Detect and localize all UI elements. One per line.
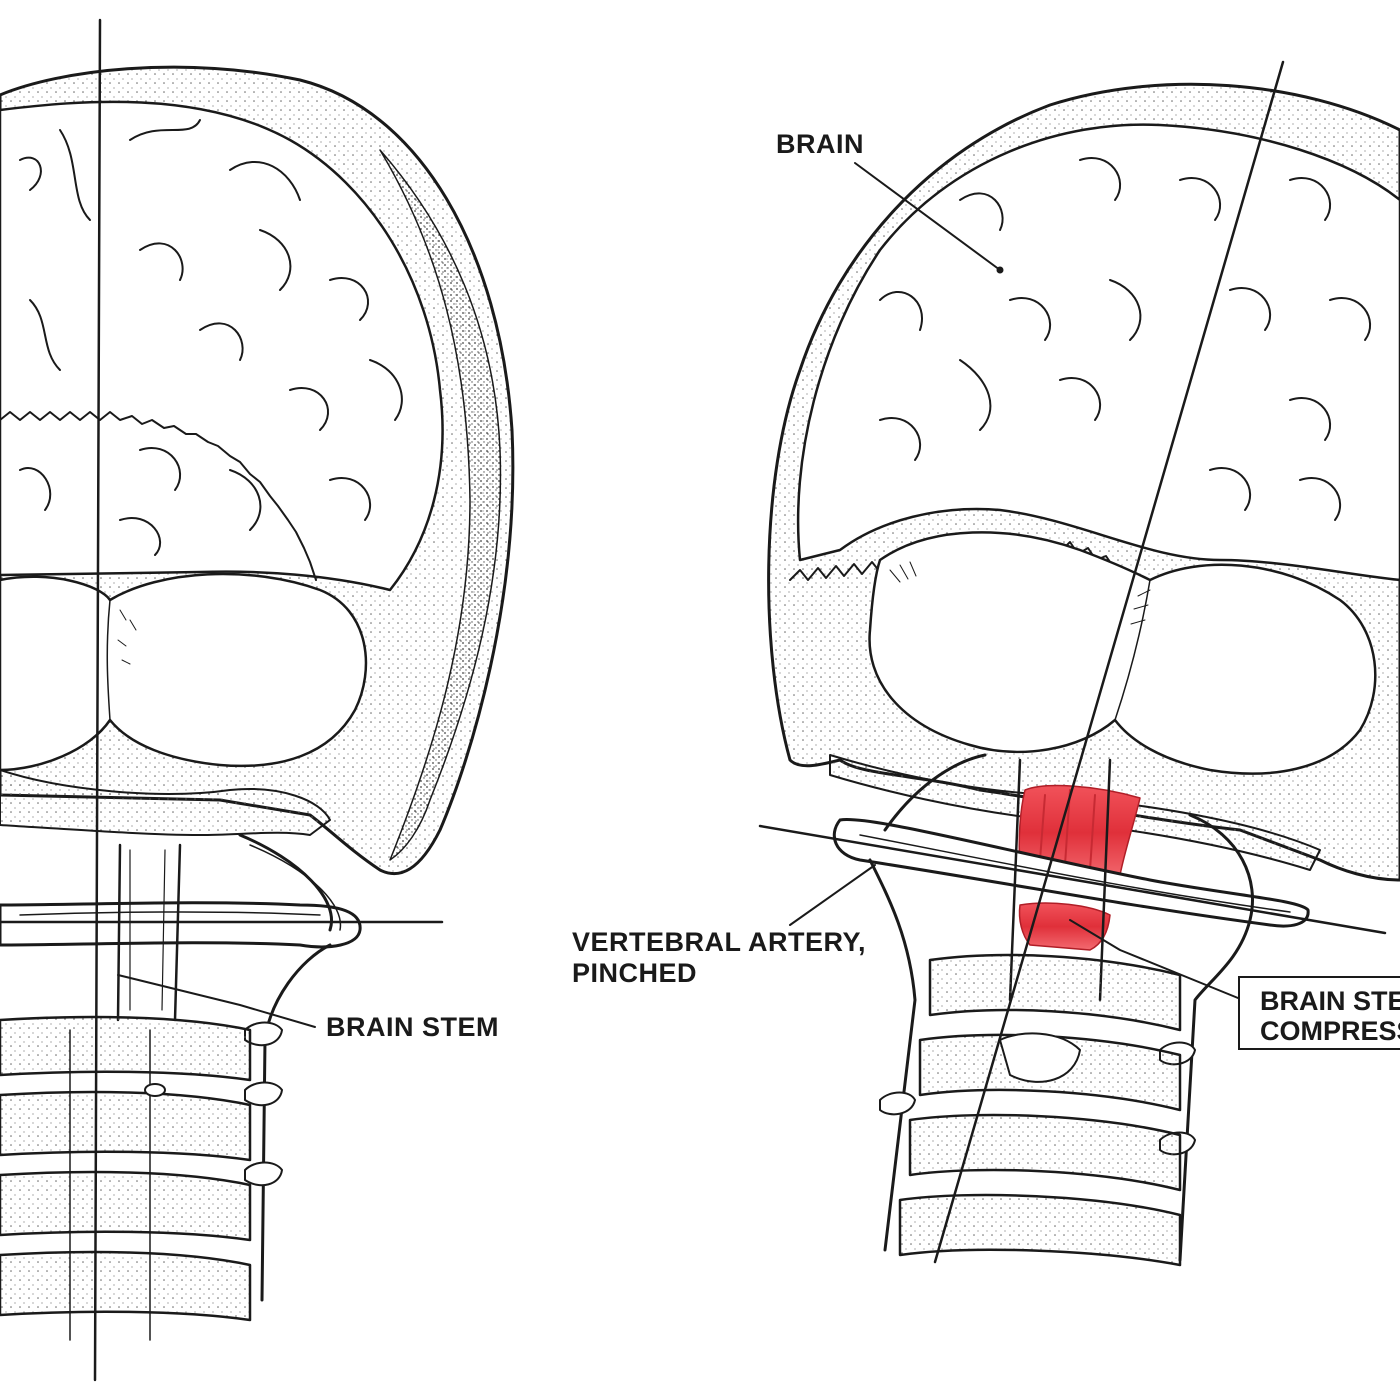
right-cerebellum (868, 531, 1377, 775)
left-cervical-spine (0, 1015, 252, 1341)
left-vertical-reference-line (93, 18, 102, 1382)
brain-stem-compressed-line-2: COMPRESSED (1260, 1016, 1400, 1046)
left-occipital-base (0, 769, 331, 836)
left-panel (0, 18, 515, 1382)
right-cervical-spine (898, 953, 1182, 1267)
vertebral-artery-leader (789, 864, 876, 926)
left-cerebellum (0, 572, 368, 772)
left-brain-stem (116, 843, 182, 1022)
brain-label: BRAIN (776, 129, 864, 159)
left-cerebrum (0, 100, 444, 592)
brain-leader (854, 162, 1001, 271)
left-atlas-vertebra (0, 901, 362, 949)
right-tilted-horizontal-reference-line (758, 824, 1387, 935)
brain-stem-label: BRAIN STEM (326, 1012, 499, 1042)
brain-stem-compressed-leader (1069, 919, 1239, 999)
brain-stem-compressed-line-1: BRAIN STEM (1260, 986, 1400, 1016)
right-tilted-vertical-reference-line (933, 60, 1285, 1264)
brain-leader-dot (996, 266, 1004, 274)
compression-highlight (1018, 784, 1141, 951)
left-brain-stem-leader (117, 974, 316, 1028)
vertebral-artery-label-line-1: VERTEBRAL ARTERY, (572, 927, 867, 957)
brain-stem-compressed-callout: BRAIN STEM COMPRESSED (1238, 976, 1400, 1050)
vertebral-artery-pinched-label: VERTEBRAL ARTERY, PINCHED (572, 927, 866, 989)
vertebral-artery-label-line-2: PINCHED (572, 958, 698, 988)
right-panel (758, 60, 1400, 1267)
left-vertebral-artery (238, 833, 342, 1302)
